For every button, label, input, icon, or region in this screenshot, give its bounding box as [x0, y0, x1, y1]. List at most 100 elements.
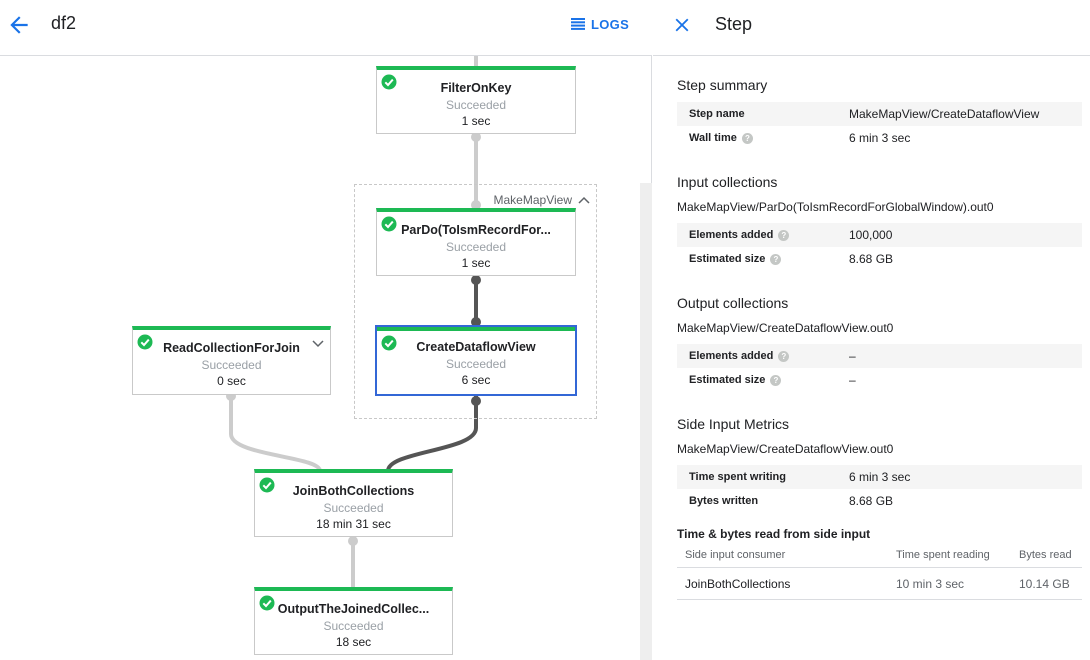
metric-row-estimated-size: Estimated size? –: [677, 368, 1082, 392]
node-time: 0 sec: [217, 374, 246, 388]
panel-title: Step: [715, 14, 753, 34]
section-title-step-summary: Step summary: [677, 77, 768, 93]
arrow-back-icon[interactable]: [6, 12, 32, 38]
node-name: FilterOnKey: [440, 81, 512, 95]
table-row[interactable]: JoinBothCollections 10 min 3 sec 10.14 G…: [677, 568, 1082, 600]
node-status: Succeeded: [201, 358, 262, 372]
node-status: Succeeded: [445, 98, 507, 112]
metric-row-wall-time: Wall time? 6 min 3 sec: [677, 126, 1082, 150]
side-input-table-header: Side input consumer Time spent reading B…: [677, 544, 1082, 568]
metric-value: –: [849, 373, 856, 387]
metric-row-elements-added: Elements added? –: [677, 344, 1082, 368]
help-icon[interactable]: ?: [778, 350, 790, 362]
node-time: 6 sec: [461, 373, 491, 387]
node-name: CreateDataflowView: [416, 340, 536, 354]
metric-value: –: [849, 349, 856, 363]
metric-row-time-spent-writing: Time spent writing 6 min 3 sec: [677, 465, 1082, 489]
section-title-side-input-metrics: Side Input Metrics: [677, 416, 790, 432]
column-header-consumer[interactable]: Side input consumer: [685, 549, 786, 561]
edge-port: [471, 132, 481, 142]
close-icon[interactable]: [671, 14, 693, 36]
check-circle-icon: [137, 334, 153, 350]
node-filteronkey[interactable]: FilterOnKey Succeeded 1 sec: [376, 66, 576, 134]
list-icon: [571, 18, 585, 30]
edge-createview-join: [386, 396, 478, 472]
group-label: MakeMapView: [493, 193, 572, 207]
metric-value: 6 min 3 sec: [849, 470, 911, 484]
job-title: df2: [51, 13, 77, 33]
check-circle-icon: [381, 74, 397, 90]
section-title-input-collections: Input collections: [677, 174, 778, 190]
side-input-collection-name: MakeMapView/CreateDataflowView.out0: [677, 442, 894, 456]
metric-value: 8.68 GB: [849, 252, 894, 266]
check-circle-icon: [381, 335, 397, 351]
help-icon[interactable]: ?: [770, 374, 782, 386]
input-collection-name: MakeMapView/ParDo(ToIsmRecordForGlobalWi…: [677, 200, 994, 214]
node-time: 1 sec: [461, 114, 491, 128]
metric-row-estimated-size: Estimated size? 8.68 GB: [677, 247, 1082, 271]
node-name: OutputTheJoinedCollec...: [277, 602, 430, 616]
job-header: df2 LOGS: [0, 0, 652, 56]
metric-label: Elements added?: [689, 350, 790, 362]
column-header-time[interactable]: Time spent reading: [896, 549, 990, 561]
node-name: ParDo(ToIsmRecordFor...: [401, 223, 551, 237]
step-details-panel: Step Step summary Step name MakeMapView/…: [653, 0, 1090, 660]
cell-consumer: JoinBothCollections: [685, 577, 791, 591]
edge-readcollection-join: [229, 396, 322, 472]
node-pardo[interactable]: ParDo(ToIsmRecordFor... Succeeded 1 sec: [376, 208, 576, 276]
edge-port: [471, 200, 481, 210]
node-status: Succeeded: [323, 501, 384, 515]
check-circle-icon: [381, 216, 397, 232]
cell-time: 10 min 3 sec: [896, 577, 965, 591]
node-readcollectionforjoin[interactable]: ReadCollectionForJoin Succeeded 0 sec: [132, 326, 331, 395]
help-icon[interactable]: ?: [741, 132, 753, 144]
node-status: Succeeded: [323, 619, 384, 633]
node-time: 1 sec: [461, 256, 491, 270]
help-icon[interactable]: ?: [770, 253, 782, 265]
chevron-up-icon[interactable]: [578, 195, 590, 205]
side-input-table-title: Time & bytes read from side input: [677, 527, 871, 541]
metric-value: 8.68 GB: [849, 494, 894, 508]
metric-label: Step name: [689, 108, 745, 120]
help-icon[interactable]: ?: [778, 229, 790, 241]
node-status: Succeeded: [445, 240, 507, 254]
node-outputthejoinedcollection[interactable]: OutputTheJoinedCollec... Succeeded 18 se…: [254, 587, 453, 655]
check-circle-icon: [259, 595, 275, 611]
metric-row-elements-added: Elements added? 100,000: [677, 223, 1082, 247]
chevron-down-icon[interactable]: [312, 338, 324, 348]
metric-label: Estimated size?: [689, 253, 782, 265]
check-circle-icon: [259, 477, 275, 493]
metric-label: Bytes written: [689, 495, 759, 507]
node-name: ReadCollectionForJoin: [163, 341, 300, 355]
node-time: 18 sec: [335, 635, 372, 649]
logs-label: LOGS: [591, 16, 630, 32]
node-status: Succeeded: [445, 357, 507, 371]
section-title-output-collections: Output collections: [677, 295, 789, 311]
metric-value: 100,000: [849, 228, 893, 242]
metric-label: Elements added?: [689, 229, 790, 241]
metric-label: Time spent writing: [689, 471, 786, 483]
output-collection-name: MakeMapView/CreateDataflowView.out0: [677, 321, 894, 335]
pipeline-graph-panel: df2 LOGS MakeM: [0, 0, 652, 660]
panel-header: Step: [653, 0, 1090, 56]
metric-row-step-name: Step name MakeMapView/CreateDataflowView: [677, 102, 1082, 126]
metric-value: MakeMapView/CreateDataflowView: [849, 107, 1040, 121]
node-time: 18 min 31 sec: [316, 517, 391, 531]
node-name: JoinBothCollections: [292, 484, 415, 498]
edge-port: [348, 536, 358, 546]
metric-row-bytes-written: Bytes written 8.68 GB: [677, 489, 1082, 513]
column-header-bytes[interactable]: Bytes read: [1019, 549, 1072, 561]
edge-port: [471, 317, 481, 327]
node-joinbothcollections[interactable]: JoinBothCollections Succeeded 18 min 31 …: [254, 469, 453, 537]
metric-label: Wall time?: [689, 132, 753, 144]
node-createdataflowview[interactable]: CreateDataflowView Succeeded 6 sec: [375, 325, 577, 396]
cell-bytes: 10.14 GB: [1019, 577, 1070, 591]
group-makemapview[interactable]: MakeMapView: [354, 184, 597, 419]
metric-label: Estimated size?: [689, 374, 782, 386]
graph-scrollbar[interactable]: [640, 183, 652, 660]
edge-port: [471, 275, 481, 285]
logs-button[interactable]: LOGS: [571, 14, 629, 34]
graph-canvas[interactable]: MakeMapView FilterOnKey Succeeded 1 sec …: [0, 56, 640, 660]
edge-port: [471, 396, 481, 406]
metric-value: 6 min 3 sec: [849, 131, 911, 145]
